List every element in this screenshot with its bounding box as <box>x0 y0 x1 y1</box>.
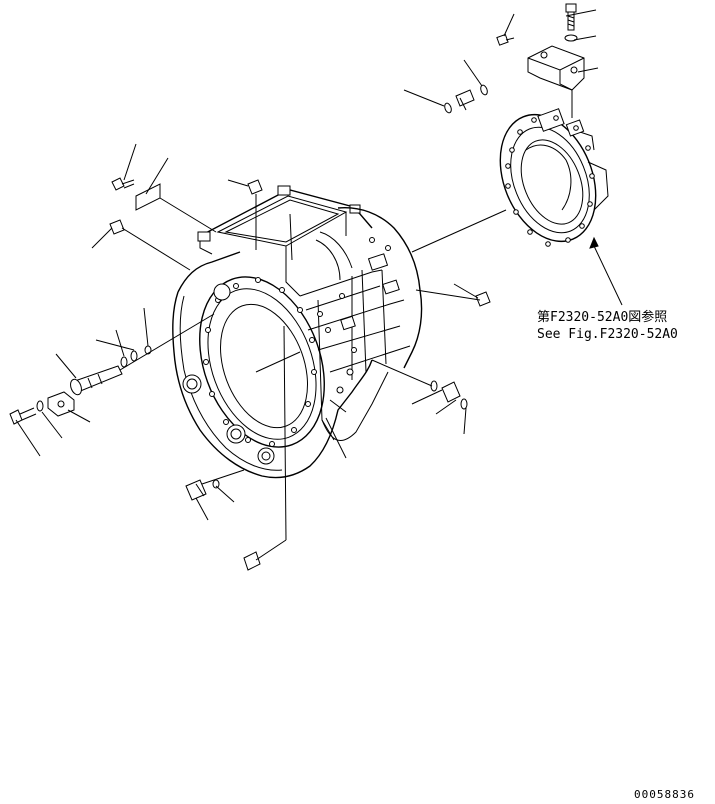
shaft-pin <box>70 365 123 396</box>
transmission-case-housing <box>172 185 423 479</box>
drawing-number: 00058836 <box>634 788 695 801</box>
reference-text-japanese: 第F2320-52A0図参照 <box>537 309 667 325</box>
name-plate <box>135 183 161 211</box>
mounting-bracket <box>527 45 585 91</box>
right-side-bolt <box>475 291 491 307</box>
fitting <box>444 84 488 114</box>
cover-bolt-holes <box>505 115 595 247</box>
bolt-left-top <box>111 177 135 191</box>
cover-plate-left <box>9 391 75 425</box>
lower-left-plug <box>185 479 220 501</box>
small-bolt-bracket <box>496 33 515 46</box>
reference-text-english: See Fig.F2320-52A0 <box>537 327 678 342</box>
bolt-top <box>565 3 577 31</box>
flange-bolt-holes <box>203 277 317 447</box>
leader-lines <box>15 9 623 561</box>
lower-right-plug <box>430 380 468 410</box>
o-ring-2 <box>130 350 138 362</box>
rear-cover-assembly <box>499 108 609 247</box>
bottom-plug <box>243 551 261 571</box>
o-ring-1 <box>120 356 128 368</box>
top-plug <box>247 179 263 195</box>
reference-arrowhead <box>589 236 599 249</box>
left-plug <box>109 219 125 235</box>
